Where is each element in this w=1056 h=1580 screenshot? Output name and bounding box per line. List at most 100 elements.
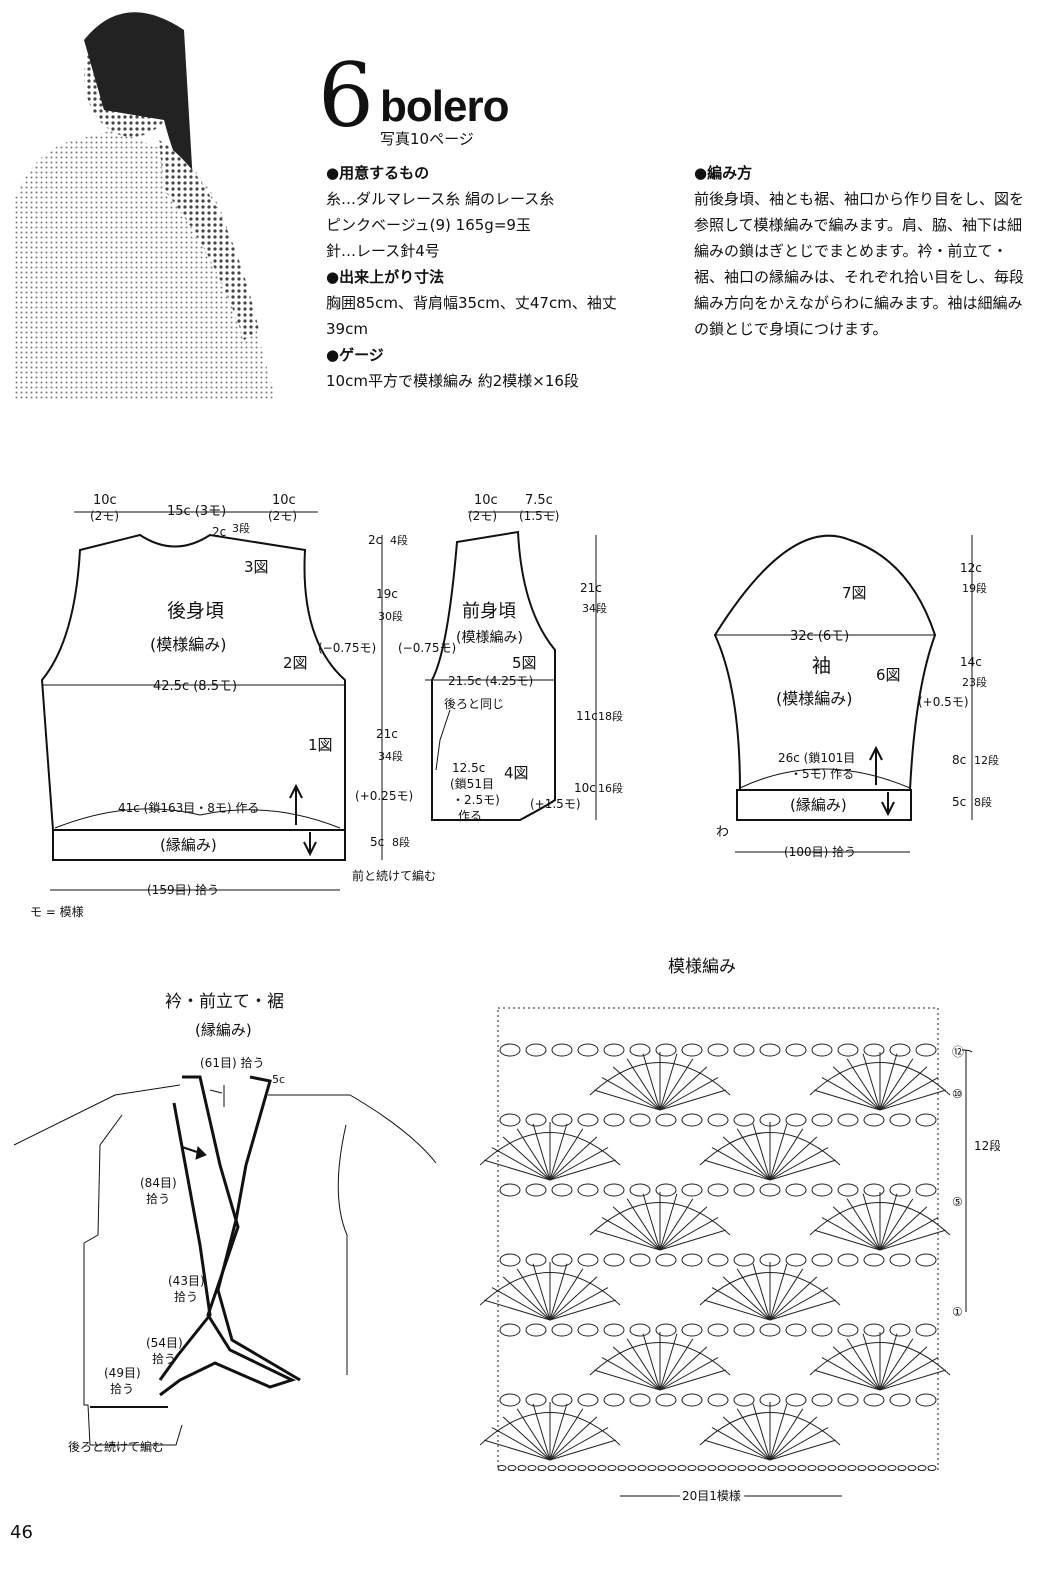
fan-stitch: [484, 1439, 551, 1461]
fan-stitch: [549, 1287, 609, 1321]
fan-stitch: [659, 1357, 719, 1391]
chain-loop: [551, 1113, 573, 1127]
foundation-chain: [587, 1465, 597, 1471]
fan-stitch: [722, 1136, 771, 1181]
collar-diagram: 衿・前立て・裾 (縁編み) (61目) 拾う 5c (84目) 拾う (43目)…: [13, 992, 437, 1454]
stitch-chart: ⑫ ⑩ ⑤ ① 12段1模様 20目1模様: [480, 1007, 1000, 1506]
chain-loop: [863, 1253, 885, 1267]
fan-stitch: [879, 1346, 928, 1391]
back-continue: 前と続けて編む: [352, 868, 436, 883]
chain-loop: [811, 1113, 833, 1127]
materials-line: ピンクベージュ(9) 165g=9玉: [326, 216, 531, 234]
front-body-sub: (模様編み): [456, 630, 523, 646]
mid-dim-b-rows: 30段: [378, 609, 403, 623]
chain-loop: [551, 1183, 573, 1197]
front-shoulder-dec: (−0.75モ): [398, 641, 456, 655]
row-5-marker: ⑤: [952, 1195, 963, 1209]
fan-stitch: [659, 1369, 726, 1391]
sleeve-dim-4-rows: 8段: [974, 795, 992, 809]
back-border-label: (縁編み): [160, 836, 217, 854]
chain-loop: [655, 1043, 677, 1057]
chain-loop: [759, 1253, 781, 1267]
chain-loop: [889, 1113, 911, 1127]
foundation-chain: [737, 1465, 747, 1471]
fan-stitch: [879, 1053, 898, 1111]
fan-stitch: [862, 1053, 881, 1111]
fan-stitch: [549, 1439, 616, 1461]
foundation-chain: [877, 1465, 887, 1471]
chain-loop: [629, 1043, 651, 1057]
fan-stitch: [769, 1276, 818, 1321]
back-body-outline: [40, 533, 346, 831]
pickup-84: (84目): [140, 1176, 177, 1190]
back-cast-on: 41c (鎖163目・8モ) 作る: [118, 800, 259, 815]
foundation-chain: [887, 1465, 897, 1471]
foundation-chain: [647, 1465, 657, 1471]
back-width: 42.5c (8.5モ): [153, 679, 237, 694]
foundation-chain: [497, 1465, 507, 1471]
sleeve-width: 32c (6モ): [790, 629, 849, 644]
fan-stitch: [752, 1123, 771, 1181]
foundation-chain: [597, 1465, 607, 1471]
gauge-line: 10cm平方で模様編み 約2模様×16段: [326, 372, 579, 390]
fan-stitch: [711, 1147, 771, 1181]
front-hem-inc: (+1.5モ): [530, 797, 581, 811]
chain-loop: [681, 1253, 703, 1267]
pattern-title: bolero: [380, 82, 509, 131]
chain-loop: [499, 1393, 521, 1407]
fan-stitch: [549, 1427, 609, 1461]
chain-loop: [863, 1043, 885, 1057]
fan-arc: [589, 1202, 731, 1236]
chain-loop: [707, 1323, 729, 1337]
chain-loop: [525, 1253, 547, 1267]
chain-loop: [655, 1253, 677, 1267]
chain-loop: [759, 1323, 781, 1337]
back-shoulder-dec: (−0.75モ): [318, 641, 376, 655]
foundation-chain: [747, 1465, 757, 1471]
chain-loop: [889, 1253, 911, 1267]
foundation-chain: [757, 1465, 767, 1471]
chain-loop: [525, 1323, 547, 1337]
mid-dim-c: 21c: [376, 727, 398, 741]
sleeve-cuff-border: [736, 789, 912, 821]
fan-stitch: [879, 1357, 939, 1391]
front-body-outline: [431, 530, 556, 821]
chain-loop: [759, 1113, 781, 1127]
chain-loop: [837, 1393, 859, 1407]
chain-loop: [551, 1393, 573, 1407]
method-body: 前後身頃、袖とも裾、袖口から作り目をし、図を参照して模様編みで編みます。肩、脇、…: [694, 190, 1025, 338]
fan-stitch: [769, 1299, 836, 1321]
chain-loop: [915, 1113, 937, 1127]
fan-stitch: [769, 1416, 818, 1461]
fan-stitch: [549, 1276, 598, 1321]
chain-loop: [707, 1253, 729, 1267]
fan-arc: [480, 1412, 621, 1446]
foundation-chain: [657, 1465, 667, 1471]
fig7-label: 7図: [842, 584, 867, 602]
mid-dim-a-rows: 4段: [390, 533, 408, 547]
chain-loop: [499, 1113, 521, 1127]
chain-loop: [811, 1043, 833, 1057]
model-photo: [14, 0, 276, 400]
fan-stitch: [659, 1346, 708, 1391]
fan-stitch: [711, 1427, 771, 1461]
fig4-label: 4図: [504, 764, 529, 782]
stitch-legend: モ = 模様: [30, 905, 84, 919]
fan-stitch: [491, 1427, 551, 1461]
chain-loop: [707, 1113, 729, 1127]
fan-stitch: [549, 1416, 598, 1461]
chain-loop: [837, 1253, 859, 1267]
fan-stitch: [879, 1229, 946, 1251]
fan-stitch: [612, 1066, 661, 1111]
chain-loop: [551, 1043, 573, 1057]
chain-loop: [733, 1253, 755, 1267]
chain-loop: [603, 1113, 625, 1127]
chain-loop: [499, 1043, 521, 1057]
front-right-a: 21c: [580, 581, 602, 595]
fan-stitch: [549, 1136, 598, 1181]
chain-loop: [629, 1393, 651, 1407]
back-body-title: 後身頃: [167, 600, 224, 622]
fan-stitch: [814, 1229, 881, 1251]
photo-page-ref: 写真10ページ: [380, 130, 474, 148]
fan-stitch: [769, 1263, 788, 1321]
